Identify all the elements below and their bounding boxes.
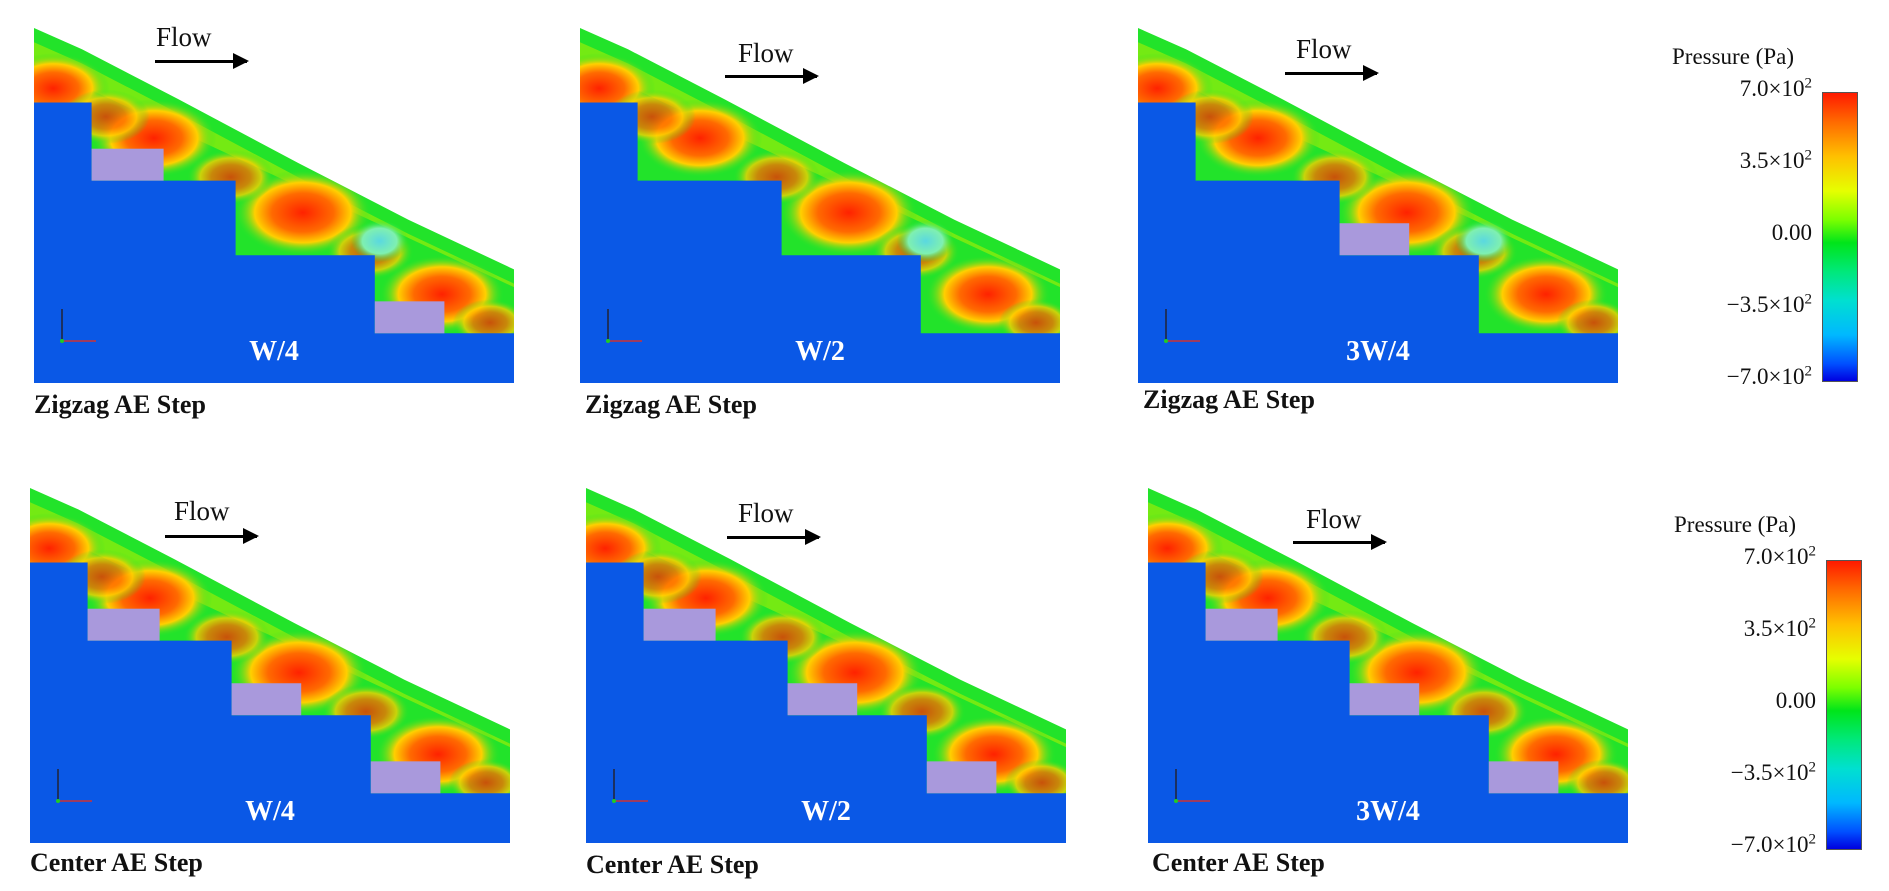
aerator-block	[231, 683, 302, 716]
flow-arrow-icon	[725, 68, 819, 84]
legend-tick-label: 3.5×102	[1743, 615, 1816, 641]
aerator-block	[91, 148, 164, 181]
panel-caption: Zigzag AE Step	[1143, 385, 1315, 414]
contour-panel-3	[1138, 28, 1618, 383]
contour-panel-2	[580, 28, 1060, 383]
aerator-block	[374, 301, 445, 334]
axes-triad-icon	[1170, 761, 1216, 807]
axes-triad-icon	[1160, 301, 1206, 347]
contour-panel-1	[34, 28, 514, 383]
panel-caption: Center AE Step	[1152, 848, 1325, 877]
legend-tick-label: 7.0×102	[1743, 543, 1816, 569]
case-label: W/4	[249, 336, 299, 367]
legend-tick-label: 3.5×102	[1739, 147, 1812, 173]
aerator-block	[643, 608, 716, 641]
flow-label: Flow	[1296, 34, 1352, 64]
flow-label: Flow	[174, 496, 230, 526]
panel-caption: Center AE Step	[586, 850, 759, 879]
case-label: W/4	[245, 796, 295, 827]
aerator-block	[1349, 683, 1420, 716]
flow-arrow-icon	[155, 53, 249, 69]
legend-tick-label: 7.0×102	[1739, 75, 1812, 101]
flow-label: Flow	[156, 22, 212, 52]
flow-arrow-icon	[1285, 65, 1379, 81]
aerator-block	[1205, 608, 1278, 641]
legend-tick-label: 0.00	[1771, 220, 1812, 245]
legend-tick-label: 0.00	[1775, 688, 1816, 713]
legend-tick-label: −3.5×102	[1726, 291, 1812, 317]
panel-caption: Zigzag AE Step	[585, 390, 757, 419]
aerator-block	[1339, 223, 1410, 256]
legend-title: Pressure (Pa)	[1672, 44, 1794, 69]
legend-tick-label: −3.5×102	[1730, 759, 1816, 785]
flow-arrow-icon	[727, 529, 821, 545]
pressure-colorbar	[1826, 560, 1862, 850]
pressure-colorbar	[1822, 92, 1858, 382]
legend-tick-label: −7.0×102	[1726, 363, 1812, 389]
flow-label: Flow	[738, 498, 794, 528]
aerator-block	[1488, 761, 1559, 794]
axes-triad-icon	[56, 301, 102, 347]
flow-label: Flow	[738, 38, 794, 68]
axes-triad-icon	[602, 301, 648, 347]
aerator-block	[926, 761, 997, 794]
contour-panel-5	[586, 488, 1066, 843]
axes-triad-icon	[52, 761, 98, 807]
flow-label: Flow	[1306, 504, 1362, 534]
contour-panel-4	[30, 488, 510, 843]
legend-tick-label: −7.0×102	[1730, 831, 1816, 857]
flow-arrow-icon	[165, 528, 259, 544]
case-label: W/2	[801, 796, 851, 827]
aerator-block	[370, 761, 441, 794]
case-label: W/2	[795, 336, 845, 367]
legend-title: Pressure (Pa)	[1674, 512, 1796, 537]
case-label: 3W/4	[1346, 336, 1410, 367]
flow-arrow-icon	[1293, 534, 1387, 550]
case-label: 3W/4	[1356, 796, 1420, 827]
axes-triad-icon	[608, 761, 654, 807]
contour-panel-6	[1148, 488, 1628, 843]
panel-caption: Zigzag AE Step	[34, 390, 206, 419]
aerator-block	[87, 608, 160, 641]
panel-caption: Center AE Step	[30, 848, 203, 877]
aerator-block	[787, 683, 858, 716]
